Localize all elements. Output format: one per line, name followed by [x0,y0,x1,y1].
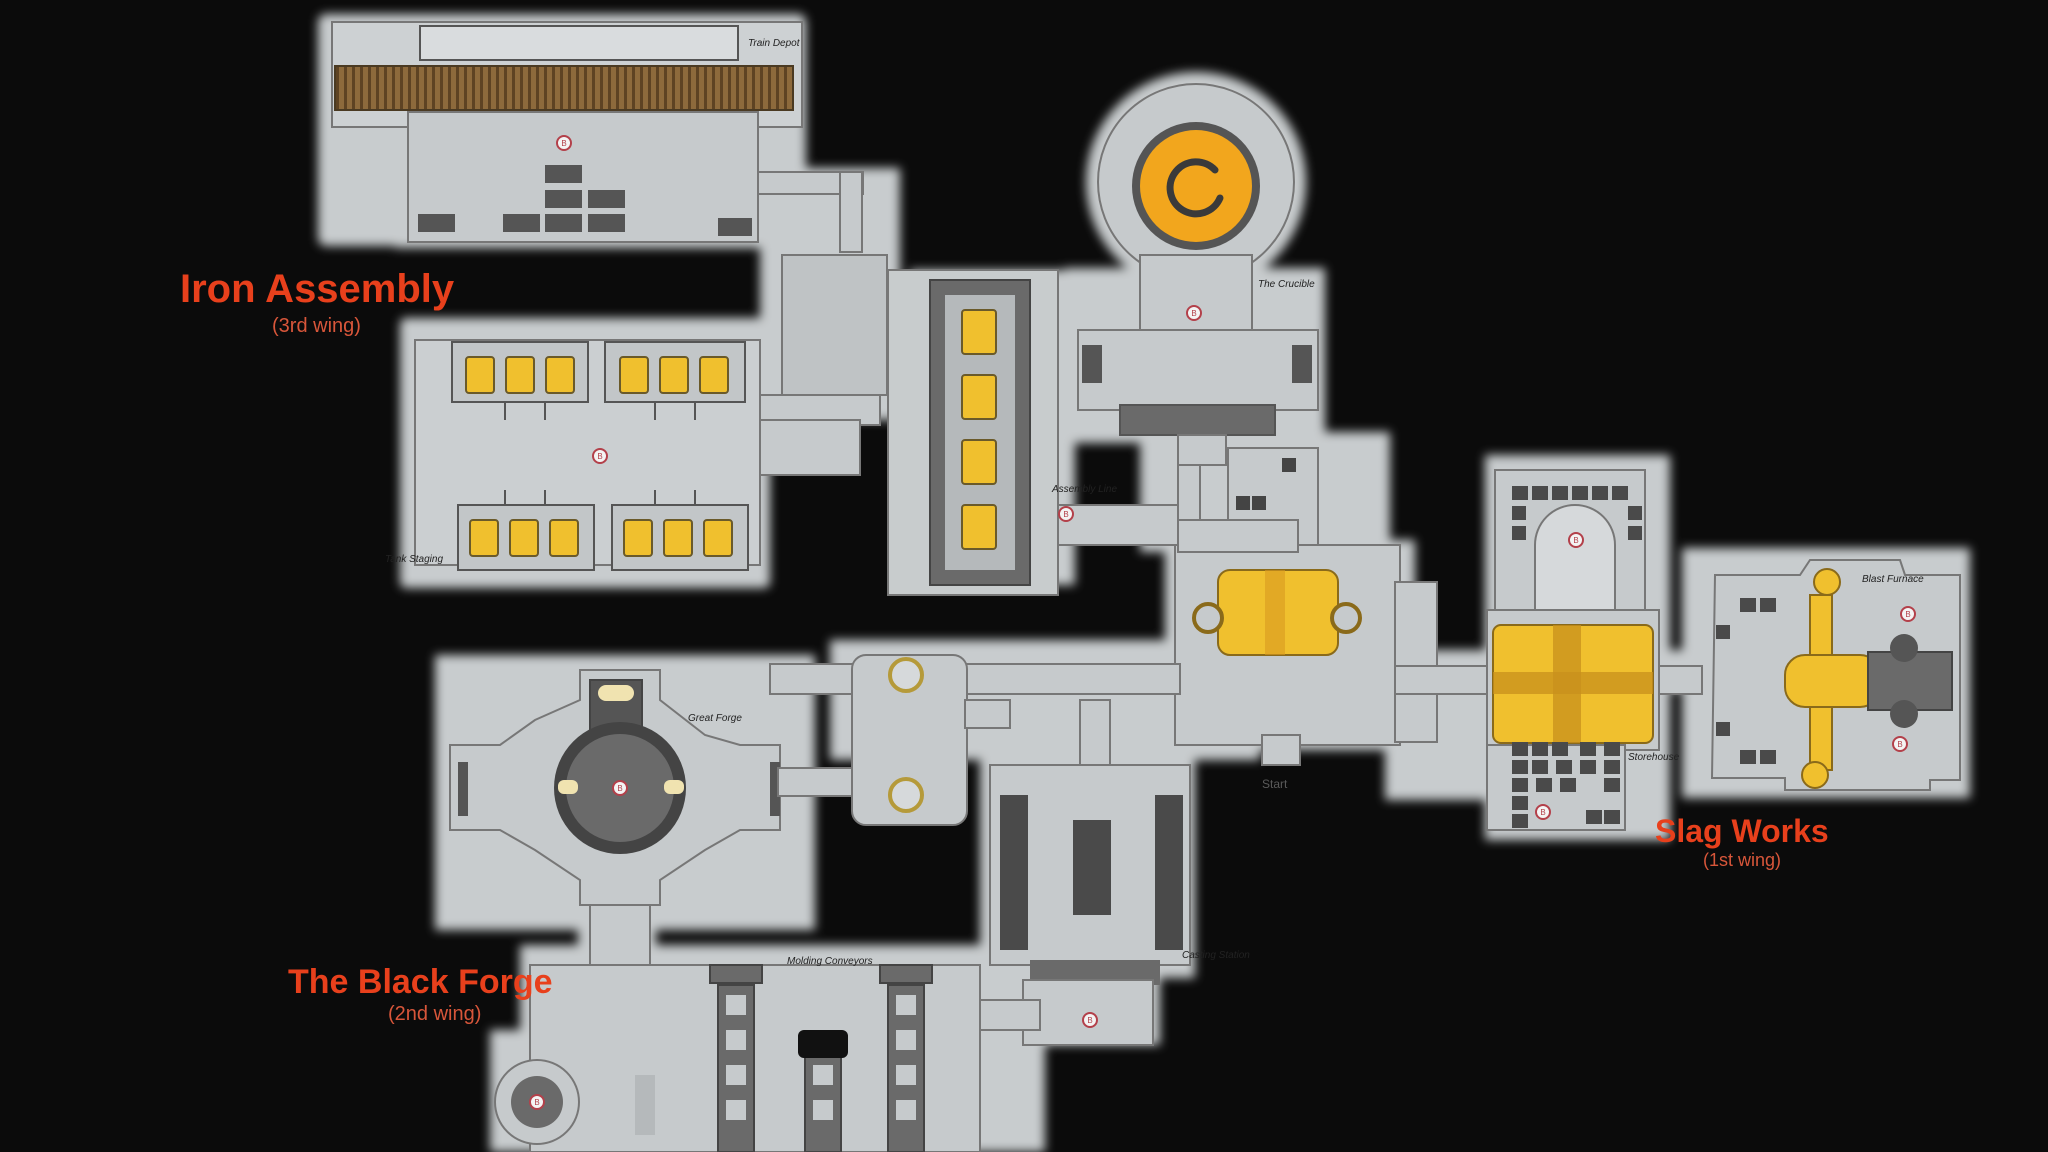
room-label-casting-station: Casting Station [1182,950,1250,961]
wing-slag-works [1486,469,1961,831]
boss-marker-icon: B [1058,506,1074,522]
start-label: Start [1262,777,1288,791]
svg-text:B: B [1573,536,1578,545]
boss-marker-icon: B [1892,736,1908,752]
wing-black-forge [449,654,1191,1152]
storage-room [781,254,888,396]
furnace-icon [1867,651,1953,711]
slag-cross [1492,624,1654,744]
svg-text:B: B [1063,510,1068,519]
furnace-room [851,654,968,826]
room-labels: Train Depot The Crucible Assembly Line T… [385,38,1924,967]
boss-markers: B B B B B B B B B B B [529,135,1916,1110]
boss-marker-icon: B [1082,1012,1098,1028]
room-label-storehouse: Storehouse [1628,752,1680,763]
svg-text:B: B [1087,1016,1092,1025]
room-label-blast-furnace: Blast Furnace [1862,574,1924,585]
boss-marker-icon: B [529,1094,545,1110]
boss-marker-icon: B [612,780,628,796]
wing-subtitle-black-forge: (2nd wing) [388,1003,481,1025]
svg-text:B: B [1905,610,1910,619]
boss-marker-icon: B [592,448,608,464]
svg-text:B: B [534,1098,539,1107]
svg-text:B: B [1540,808,1545,817]
svg-text:B: B [1191,309,1196,318]
crucible-area [1077,83,1319,549]
furnace-cross [1784,568,1881,789]
wing-label-iron-assembly: Iron Assembly [180,267,455,311]
svg-text:B: B [1897,740,1902,749]
wing-label-black-forge: The Black Forge [288,963,553,1001]
boss-marker-icon: B [1900,606,1916,622]
wing-iron-assembly [331,21,1179,596]
tank-icon [465,356,733,557]
train-platform [419,25,739,61]
wing-label-slag-works: Slag Works [1655,813,1829,849]
room-label-tank-staging: Tank Staging [385,554,443,565]
depot-hall [407,111,759,243]
boss-marker-icon: B [556,135,572,151]
crucible-ring-icon [1132,122,1260,250]
svg-text:B: B [597,452,602,461]
boss-marker-icon: B [1568,532,1584,548]
room-label-molding-conveyors: Molding Conveyors [787,956,873,967]
central-hub [1174,519,1438,766]
svg-text:B: B [617,784,622,793]
wing-labels: Iron Assembly (3rd wing) The Black Forge… [180,267,1829,1025]
room-label-crucible: The Crucible [1258,279,1315,290]
rail-track-icon [334,65,794,111]
wing-subtitle-iron-assembly: (3rd wing) [272,315,361,337]
room-label-train-depot: Train Depot [748,38,801,49]
svg-text:B: B [561,139,566,148]
boss-marker-icon: B [1186,305,1202,321]
wing-subtitle-slag-works: (1st wing) [1703,850,1781,870]
boss-marker-icon: B [1535,804,1551,820]
room-label-assembly-line: Assembly Line [1051,484,1117,495]
tank-icon [961,309,997,550]
crate-stack [418,165,752,236]
room-label-great-forge: Great Forge [688,713,742,724]
